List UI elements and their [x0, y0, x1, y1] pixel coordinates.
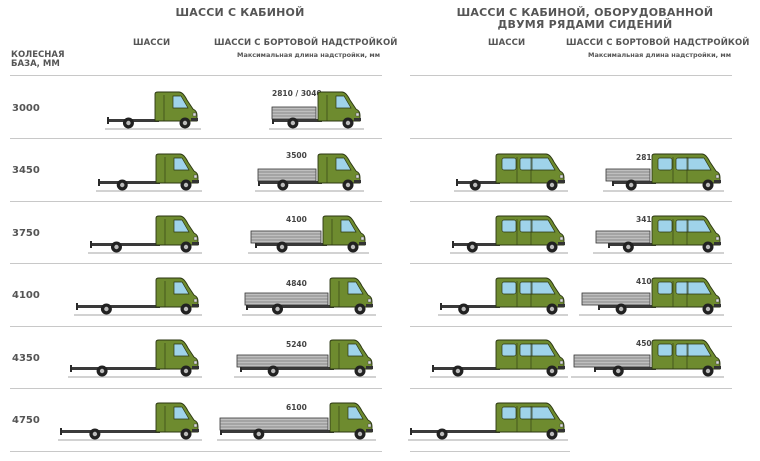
- platform-length-label: 3410: [636, 215, 657, 224]
- chassis-cab-truck-4100: [74, 277, 202, 316]
- double-cab-chassis-truck-3450: [454, 153, 568, 192]
- wheelbase-label: 3750: [12, 228, 40, 239]
- platform-length-label: 6100: [286, 403, 307, 412]
- chassis-cab-truck-3000: [105, 91, 201, 130]
- left-col-chassis-heading: ШАССИ: [133, 38, 171, 48]
- platform-truck-3450: [255, 153, 364, 192]
- right-divider-4: [410, 326, 732, 327]
- right-divider-2: [410, 201, 732, 202]
- right-section-title-line1: ШАССИ С КАБИНОЙ, ОБОРУДОВАННОЙ: [456, 6, 714, 19]
- wheelbase-label: 3000: [12, 103, 40, 114]
- left-divider-0: [10, 75, 382, 76]
- wheelbase-heading: КОЛЕСНАЯ БАЗА, ММ: [11, 51, 65, 69]
- left-col-platform-subheading: Максимальная длина надстройки, мм: [237, 51, 381, 59]
- left-divider-2: [10, 201, 382, 202]
- right-col-platform-subheading: Максимальная длина надстройки, мм: [588, 51, 732, 59]
- platform-length-label: 4840: [286, 279, 307, 288]
- left-divider-3: [10, 263, 382, 264]
- wheelbase-label: 3450: [12, 165, 40, 176]
- right-col-chassis-heading: ШАССИ: [488, 38, 526, 48]
- double-cab-chassis-truck-3750: [450, 215, 568, 254]
- wheelbase-heading-line2: БАЗА, ММ: [11, 59, 60, 69]
- platform-length-label: 4100: [636, 277, 657, 286]
- double-cab-chassis-truck-4750: [408, 402, 568, 441]
- platform-length-label: 4500: [636, 339, 657, 348]
- chassis-cab-truck-3750: [88, 215, 202, 254]
- double-cab-platform-truck-3750: [593, 215, 724, 254]
- right-divider-5: [410, 388, 732, 389]
- chassis-cab-truck-3450: [96, 153, 202, 192]
- chassis-cab-truck-4750: [58, 402, 202, 441]
- right-col-platform-heading: ШАССИ С БОРТОВОЙ НАДСТРОЙКОЙ: [566, 38, 750, 48]
- wheelbase-label: 4100: [12, 290, 40, 301]
- left-divider-6: [10, 451, 382, 452]
- platform-length-label: 2810 / 3040: [272, 89, 322, 98]
- wheelbase-heading-line1: КОЛЕСНАЯ: [11, 50, 65, 60]
- wheelbase-label: 4750: [12, 415, 40, 426]
- left-divider-5: [10, 388, 382, 389]
- left-divider-4: [10, 326, 382, 327]
- right-divider-6: [410, 451, 570, 452]
- right-section-title: ШАССИ С КАБИНОЙ, ОБОРУДОВАННОЙ ДВУМЯ РЯД…: [440, 7, 730, 31]
- double-cab-platform-truck-3450: [603, 153, 724, 192]
- platform-length-label: 5240: [286, 340, 307, 349]
- double-cab-platform-truck-4100: [579, 277, 724, 316]
- right-section-title-line2: ДВУМЯ РЯДАМИ СИДЕНИЙ: [497, 18, 673, 31]
- platform-truck-4750: [217, 402, 376, 441]
- platform-truck-4350: [234, 339, 376, 378]
- left-divider-1: [10, 138, 382, 139]
- right-divider-0: [410, 75, 732, 76]
- right-divider-3: [410, 263, 732, 264]
- chassis-cab-truck-4350: [68, 339, 202, 378]
- right-divider-1: [410, 138, 732, 139]
- wheelbase-label: 4350: [12, 353, 40, 364]
- double-cab-platform-truck-4350: [571, 339, 724, 378]
- double-cab-chassis-truck-4350: [430, 339, 568, 378]
- platform-length-label: 3500: [286, 151, 307, 160]
- platform-length-label: 2810: [636, 153, 657, 162]
- left-col-platform-heading: ШАССИ С БОРТОВОЙ НАДСТРОЙКОЙ: [214, 38, 398, 48]
- platform-truck-4100: [242, 277, 376, 316]
- platform-truck-3750: [248, 215, 369, 254]
- left-section-title: ШАССИ С КАБИНОЙ: [175, 6, 305, 19]
- double-cab-chassis-truck-4100: [438, 277, 568, 316]
- platform-length-label: 4100: [286, 215, 307, 224]
- platform-truck-3000: [269, 91, 364, 130]
